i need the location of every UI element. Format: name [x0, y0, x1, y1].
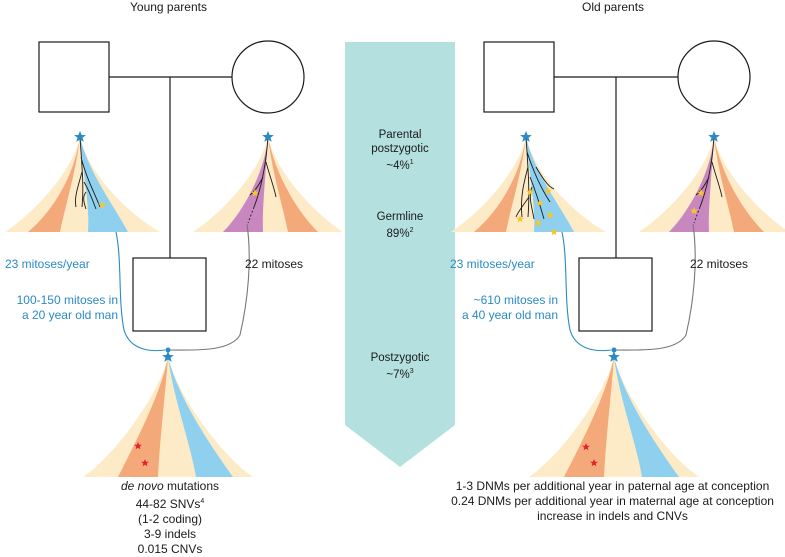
left-child-fan	[83, 351, 253, 477]
title-young-parents: Young parents	[130, 0, 207, 14]
right-egg-path	[615, 223, 696, 351]
right-sperm-path	[561, 231, 612, 352]
right-father-fan	[451, 131, 606, 236]
right-father-rate: 23 mitoses/year	[450, 257, 535, 271]
mother-circle-symbol	[231, 40, 305, 114]
left-dnm-summary: de novo mutations 44-82 SNVs4 (1-2 codin…	[120, 479, 220, 556]
dnm-heading: de novo mutations	[120, 479, 220, 493]
right-pedigree	[483, 40, 751, 332]
father-square-symbol	[483, 41, 555, 113]
right-dnm-summary: 1-3 DNMs per additional year in paternal…	[451, 479, 774, 523]
father-square-symbol	[38, 41, 110, 113]
left-mother-mitoses: 22 mitoses	[245, 257, 304, 271]
left-father-total: 100-150 mitoses in a 20 year old man	[16, 293, 118, 322]
right-father-total: ~610 mitoses in a 40 year old man	[461, 293, 558, 322]
label-germline: Germline 89%2	[376, 211, 424, 240]
title-old-parents: Old parents	[582, 0, 645, 14]
left-sperm-path	[115, 231, 166, 352]
child-square-symbol	[132, 257, 207, 332]
left-egg-path	[169, 223, 250, 351]
right-mother-mitoses: 22 mitoses	[690, 257, 749, 271]
central-arrow	[345, 42, 455, 467]
right-child-fan	[529, 351, 699, 477]
left-pedigree	[38, 40, 305, 332]
child-square-symbol	[578, 257, 653, 332]
mother-circle-symbol	[677, 40, 751, 114]
label-postzygotic: Postzygotic ~7%3	[370, 352, 430, 381]
left-father-fan	[5, 131, 160, 232]
left-father-rate: 23 mitoses/year	[5, 257, 90, 271]
right-mother-fan	[639, 131, 785, 232]
left-mother-fan	[193, 131, 343, 232]
label-parental-postzygotic: Parental postzygotic ~4%1	[371, 129, 429, 172]
